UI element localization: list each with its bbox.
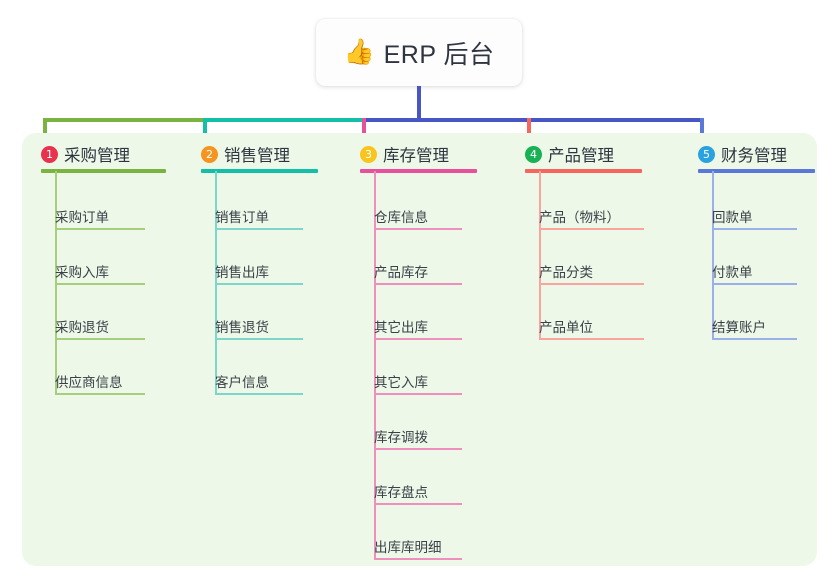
root-node-label: ERP 后台 bbox=[383, 40, 495, 69]
connector-drop-4 bbox=[527, 118, 531, 147]
leaf-item-label[interactable]: 采购订单 bbox=[55, 210, 109, 225]
leaf-item-label[interactable]: 出库库明细 bbox=[374, 540, 442, 555]
branch-header-4[interactable]: 4 产品管理 bbox=[525, 142, 614, 166]
leaf-item-label[interactable]: 库存盘点 bbox=[374, 485, 428, 500]
branch-badge-1: 1 bbox=[41, 145, 58, 163]
leaf-item-rule bbox=[374, 558, 462, 560]
leaf-item-label[interactable]: 结算账户 bbox=[712, 320, 766, 335]
leaf-item-rule bbox=[712, 338, 797, 340]
leaf-item-label[interactable]: 产品库存 bbox=[374, 265, 428, 280]
leaf-item-rule bbox=[374, 228, 462, 230]
leaf-item-rule bbox=[374, 448, 462, 450]
branch-title-5: 财务管理 bbox=[721, 147, 787, 165]
branch-rule-1 bbox=[41, 169, 166, 173]
leaf-item-label[interactable]: 产品（物料） bbox=[539, 210, 620, 225]
leaf-item-rule bbox=[374, 503, 462, 505]
leaf-item-label[interactable]: 销售订单 bbox=[215, 210, 269, 225]
connector-trunk bbox=[417, 86, 421, 122]
leaf-item-rule bbox=[215, 338, 303, 340]
leaf-item-rule bbox=[215, 228, 303, 230]
branch-badge-4: 4 bbox=[525, 145, 542, 163]
leaf-item-rule bbox=[712, 283, 797, 285]
leaf-item-label[interactable]: 采购退货 bbox=[55, 320, 109, 335]
leaf-item-label[interactable]: 采购入库 bbox=[55, 265, 109, 280]
branch-spine-3 bbox=[374, 171, 376, 558]
leaf-item-label[interactable]: 付款单 bbox=[712, 265, 753, 280]
branch-header-5[interactable]: 5 财务管理 bbox=[698, 142, 787, 166]
leaf-item-rule bbox=[712, 228, 797, 230]
connector-drop-3 bbox=[362, 118, 366, 147]
branch-header-3[interactable]: 3 库存管理 bbox=[360, 142, 449, 166]
branch-title-3: 库存管理 bbox=[383, 147, 449, 165]
leaf-item-label[interactable]: 回款单 bbox=[712, 210, 753, 225]
branch-spine-4 bbox=[539, 171, 541, 338]
branch-badge-5: 5 bbox=[698, 145, 715, 163]
leaf-item-label[interactable]: 销售退货 bbox=[215, 320, 269, 335]
leaf-item-rule bbox=[374, 338, 462, 340]
leaf-item-rule bbox=[374, 283, 462, 285]
leaf-item-rule bbox=[55, 338, 145, 340]
leaf-item-label[interactable]: 客户信息 bbox=[215, 375, 269, 390]
connector-bar-segment-2 bbox=[203, 118, 366, 122]
branch-badge-2: 2 bbox=[201, 145, 218, 163]
leaf-item-rule bbox=[539, 338, 644, 340]
root-node[interactable]: 👍 ERP 后台 bbox=[316, 19, 522, 86]
branch-spine-2 bbox=[215, 171, 217, 393]
connector-drop-2 bbox=[203, 118, 207, 147]
leaf-item-rule bbox=[539, 228, 644, 230]
thumbs-up-icon: 👍 bbox=[343, 38, 375, 66]
connector-drop-1 bbox=[43, 118, 47, 147]
branch-badge-3: 3 bbox=[360, 145, 377, 163]
branch-title-2: 销售管理 bbox=[224, 147, 290, 165]
leaf-item-label[interactable]: 仓库信息 bbox=[374, 210, 428, 225]
connector-drop-5 bbox=[700, 118, 704, 147]
branch-title-4: 产品管理 bbox=[548, 147, 614, 165]
leaf-item-rule bbox=[55, 283, 145, 285]
leaf-item-label[interactable]: 供应商信息 bbox=[55, 375, 123, 390]
branch-header-1[interactable]: 1 采购管理 bbox=[41, 142, 130, 166]
leaf-item-label[interactable]: 库存调拨 bbox=[374, 430, 428, 445]
leaf-item-rule bbox=[539, 283, 644, 285]
connector-bar-segment-1 bbox=[43, 118, 207, 122]
leaf-item-rule bbox=[215, 393, 303, 395]
branch-rule-2 bbox=[201, 169, 318, 173]
leaf-item-label[interactable]: 销售出库 bbox=[215, 265, 269, 280]
leaf-item-label[interactable]: 产品单位 bbox=[539, 320, 593, 335]
branch-rule-3 bbox=[360, 169, 477, 173]
leaf-item-rule bbox=[55, 393, 145, 395]
leaf-item-label[interactable]: 产品分类 bbox=[539, 265, 593, 280]
branch-spine-5 bbox=[712, 171, 714, 338]
leaf-item-rule bbox=[55, 228, 145, 230]
leaf-item-label[interactable]: 其它出库 bbox=[374, 320, 428, 335]
branch-title-1: 采购管理 bbox=[64, 147, 130, 165]
branch-header-2[interactable]: 2 销售管理 bbox=[201, 142, 290, 166]
connector-bar-segment-3 bbox=[362, 118, 704, 122]
branch-rule-4 bbox=[525, 169, 642, 173]
leaf-item-rule bbox=[374, 393, 462, 395]
leaf-item-label[interactable]: 其它入库 bbox=[374, 375, 428, 390]
branch-rule-5 bbox=[698, 169, 815, 173]
branches-panel: 1 采购管理采购订单采购入库采购退货供应商信息 2 销售管理销售订单销售出库销售退货客… bbox=[22, 133, 817, 566]
branch-spine-1 bbox=[55, 171, 57, 393]
leaf-item-rule bbox=[215, 283, 303, 285]
